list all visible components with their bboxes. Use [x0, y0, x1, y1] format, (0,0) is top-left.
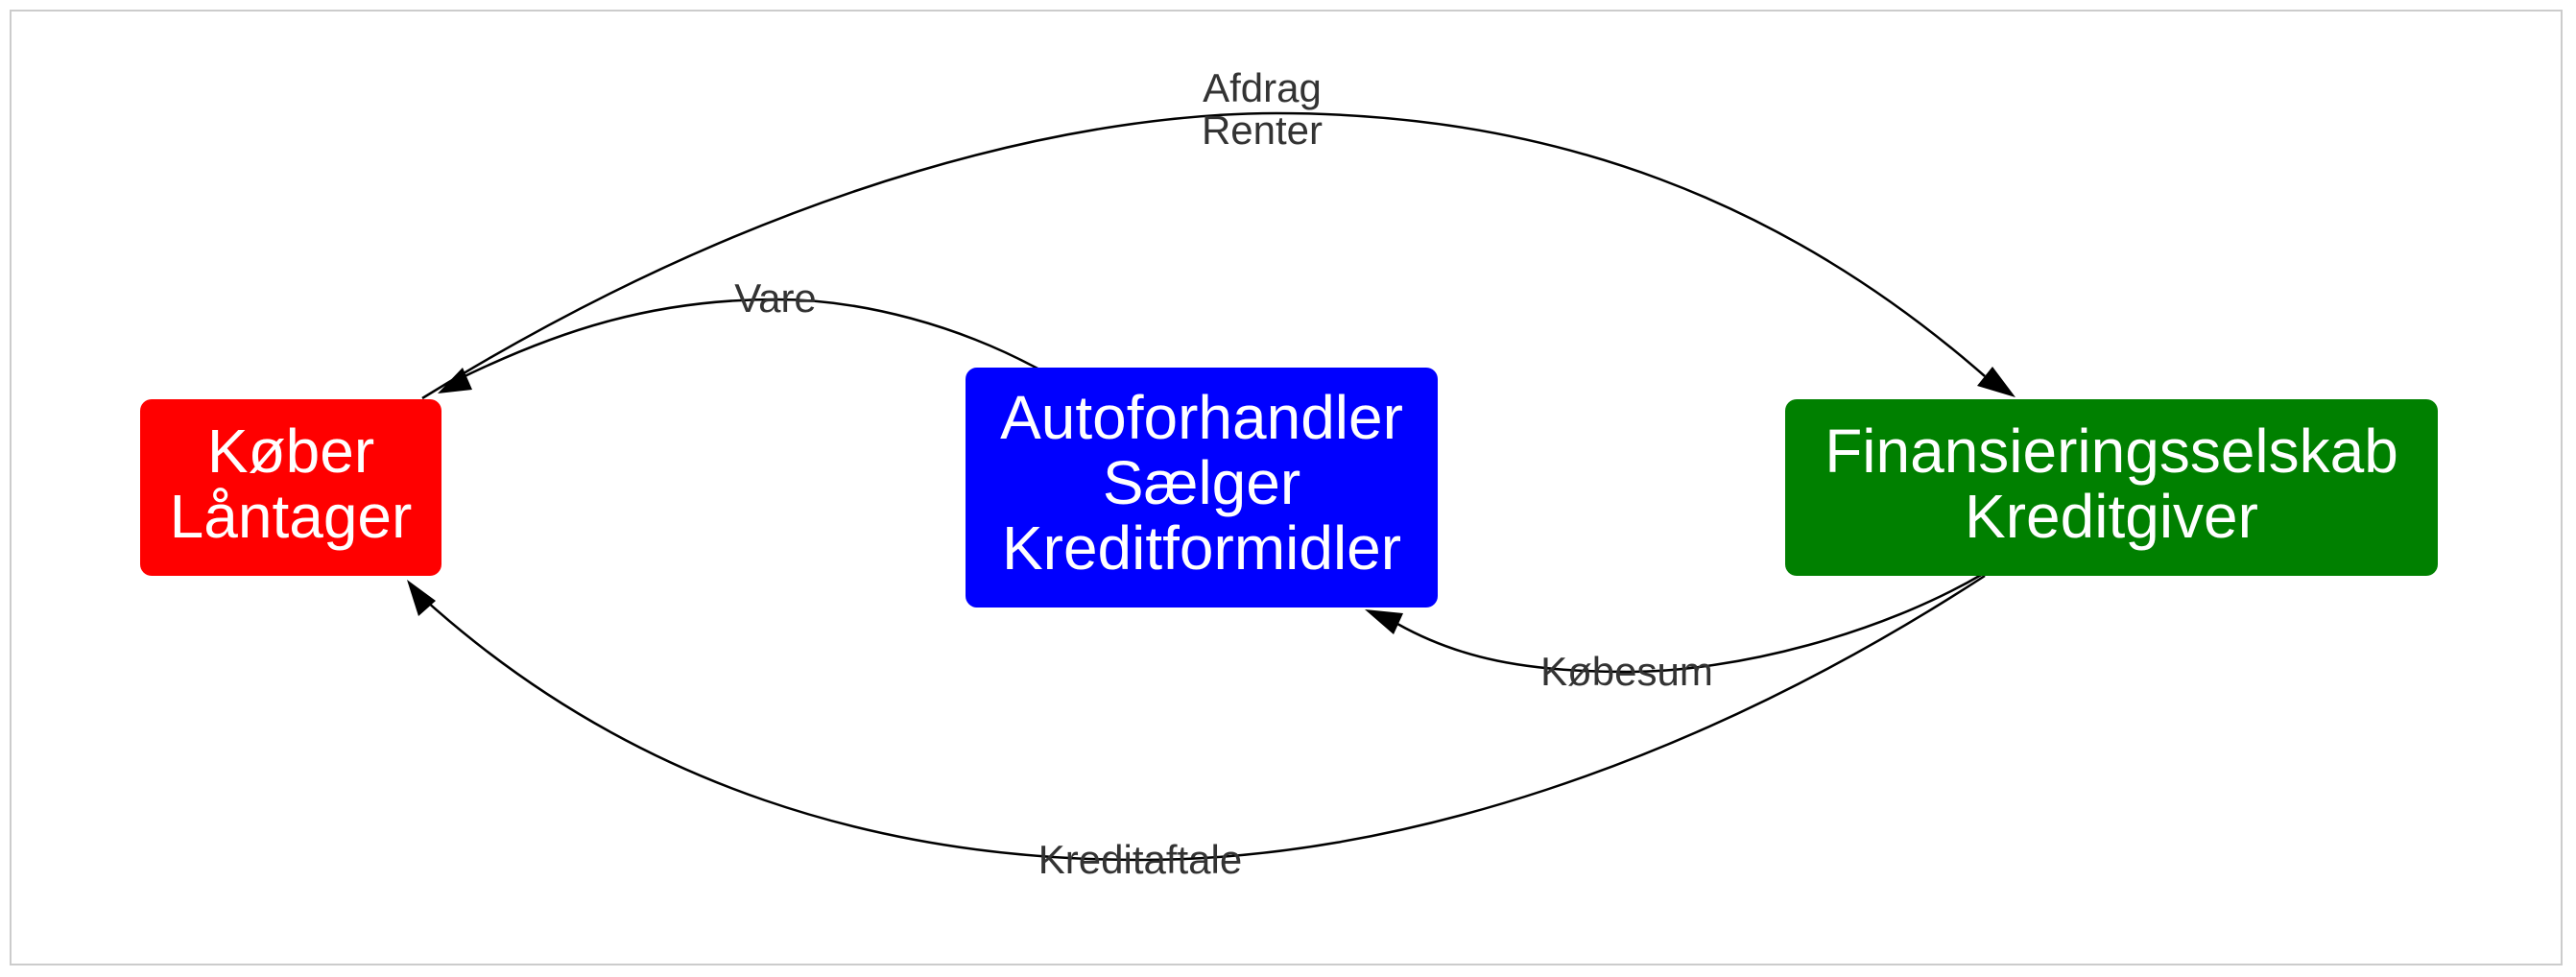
- node-buyer-box: [140, 399, 441, 576]
- node-finance-label-finansieringsselskab: Finansieringsselskab: [1825, 417, 2398, 486]
- node-finance-label-kreditgiver: Kreditgiver: [1965, 482, 2258, 551]
- node-dealer-label-kreditformidler: Kreditformidler: [1002, 513, 1401, 583]
- edge-buyer-to-finance-line: [421, 111, 1986, 400]
- node-finance: Finansieringsselskab Kreditgiver: [1785, 399, 2438, 576]
- arrowhead-buyer-bottom: [407, 580, 436, 616]
- edge-finance-to-dealer-line: [1396, 572, 1984, 674]
- node-buyer-label-koeber: Køber: [207, 417, 374, 486]
- edge-label-kobesum: Købesum: [1540, 649, 1713, 694]
- edge-finance-to-buyer-line: [425, 574, 1986, 862]
- node-buyer: Køber Låntager: [140, 399, 441, 576]
- edge-label-kreditaftale: Kreditaftale: [1038, 837, 1242, 882]
- node-dealer-label-autoforhandler: Autoforhandler: [1000, 383, 1403, 452]
- edge-dealer-to-buyer-line: [456, 298, 1040, 382]
- node-dealer: Autoforhandler Sælger Kreditformidler: [966, 368, 1438, 608]
- edge-label-renter: Renter: [1202, 107, 1323, 153]
- edge-label-vare: Vare: [734, 275, 817, 321]
- node-finance-box: [1785, 399, 2438, 576]
- edge-finance-to-buyer: Kreditaftale: [407, 574, 1986, 882]
- edge-buyer-to-finance: Afdrag Renter: [421, 65, 2015, 400]
- edge-dealer-to-buyer: Vare: [438, 275, 1040, 393]
- node-buyer-label-laantager: Låntager: [170, 482, 413, 551]
- arrowhead-finance-top: [1977, 367, 2015, 397]
- edge-label-afdrag: Afdrag: [1203, 65, 1322, 110]
- node-dealer-box: [966, 368, 1438, 608]
- arrowhead-dealer-bottom: [1365, 609, 1403, 634]
- edge-finance-to-dealer: Købesum: [1365, 572, 1984, 694]
- arrowhead-buyer-top: [438, 368, 472, 393]
- node-dealer-label-saelger: Sælger: [1103, 448, 1300, 517]
